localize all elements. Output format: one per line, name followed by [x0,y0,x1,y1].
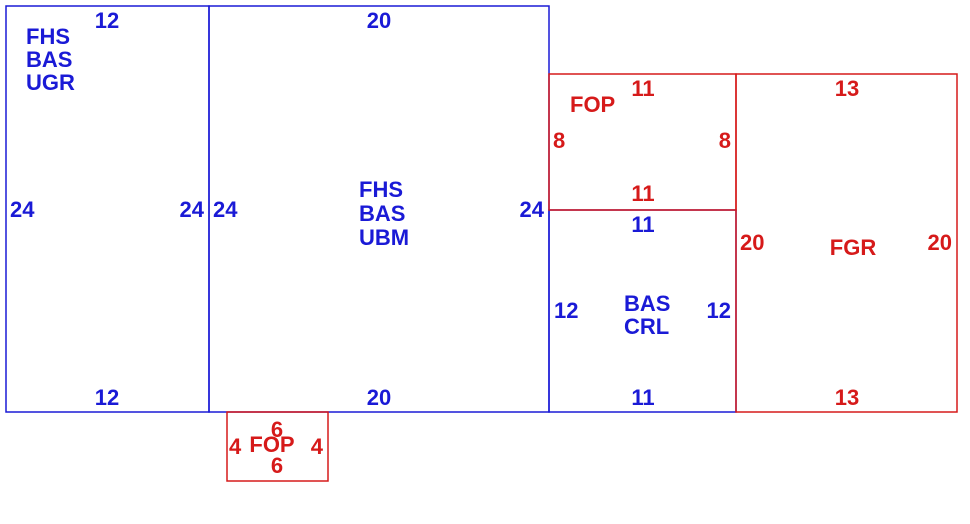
area-crl-dim-bottom: 11 [631,385,654,410]
area-ugr-code-1: FHS [26,24,70,49]
area-fop-lower-outline [226,411,329,482]
area-fgr-dim-bottom: 13 [835,385,859,410]
area-ubm-code-2: BAS [359,201,405,226]
area-fop-upper-dim-top: 11 [631,76,654,101]
area-ugr: FHS BAS UGR 12 12 24 24 [5,5,210,413]
area-ubm-dim-right: 24 [520,197,545,222]
area-ubm-code-3: UBM [359,225,409,250]
area-ugr-dim-left: 24 [10,197,35,222]
area-crl-dim-right: 12 [707,298,731,323]
area-fop-upper: FOP 11 11 8 8 [548,73,737,211]
area-fgr-outline [735,73,958,413]
area-fop-lower-dim-top: 6 [271,417,283,442]
area-fop-lower-dim-bottom: 6 [271,453,283,478]
area-ugr-dim-right: 24 [180,197,205,222]
area-crl-dim-left: 12 [554,298,578,323]
area-fgr-dim-top: 13 [835,76,859,101]
area-fop-upper-dim-right: 8 [719,128,731,153]
area-ugr-code-2: BAS [26,47,72,72]
area-ubm: FHS BAS UBM 20 20 24 24 [208,5,550,413]
area-ubm-code-1: FHS [359,177,403,202]
area-fgr-code: FGR [830,235,877,260]
area-ugr-dim-top: 12 [95,8,119,33]
area-crl-dim-top: 11 [631,212,654,237]
area-ugr-code-3: UGR [26,70,75,95]
area-ugr-dim-bottom: 12 [95,385,119,410]
area-fgr: FGR 13 13 20 20 [735,73,958,413]
area-fgr-dim-left: 20 [740,230,764,255]
area-fop-upper-dim-bottom: 11 [631,181,654,206]
area-ubm-dim-bottom: 20 [367,385,391,410]
area-fop-lower-dim-right: 4 [311,434,324,459]
area-fop-lower-code: FOP [249,432,294,457]
area-fop-upper-code: FOP [570,92,615,117]
area-crl-code-2: CRL [624,314,669,339]
area-crl-code-1: BAS [624,291,670,316]
area-ubm-dim-left: 24 [213,197,238,222]
area-fop-lower-dim-left: 4 [229,434,242,459]
area-crl: BAS CRL 11 11 12 12 [548,209,737,413]
area-fop-upper-dim-left: 8 [553,128,565,153]
area-fgr-dim-right: 20 [928,230,952,255]
area-ubm-dim-top: 20 [367,8,391,33]
area-fop-lower: FOP 6 6 4 4 [226,411,329,482]
